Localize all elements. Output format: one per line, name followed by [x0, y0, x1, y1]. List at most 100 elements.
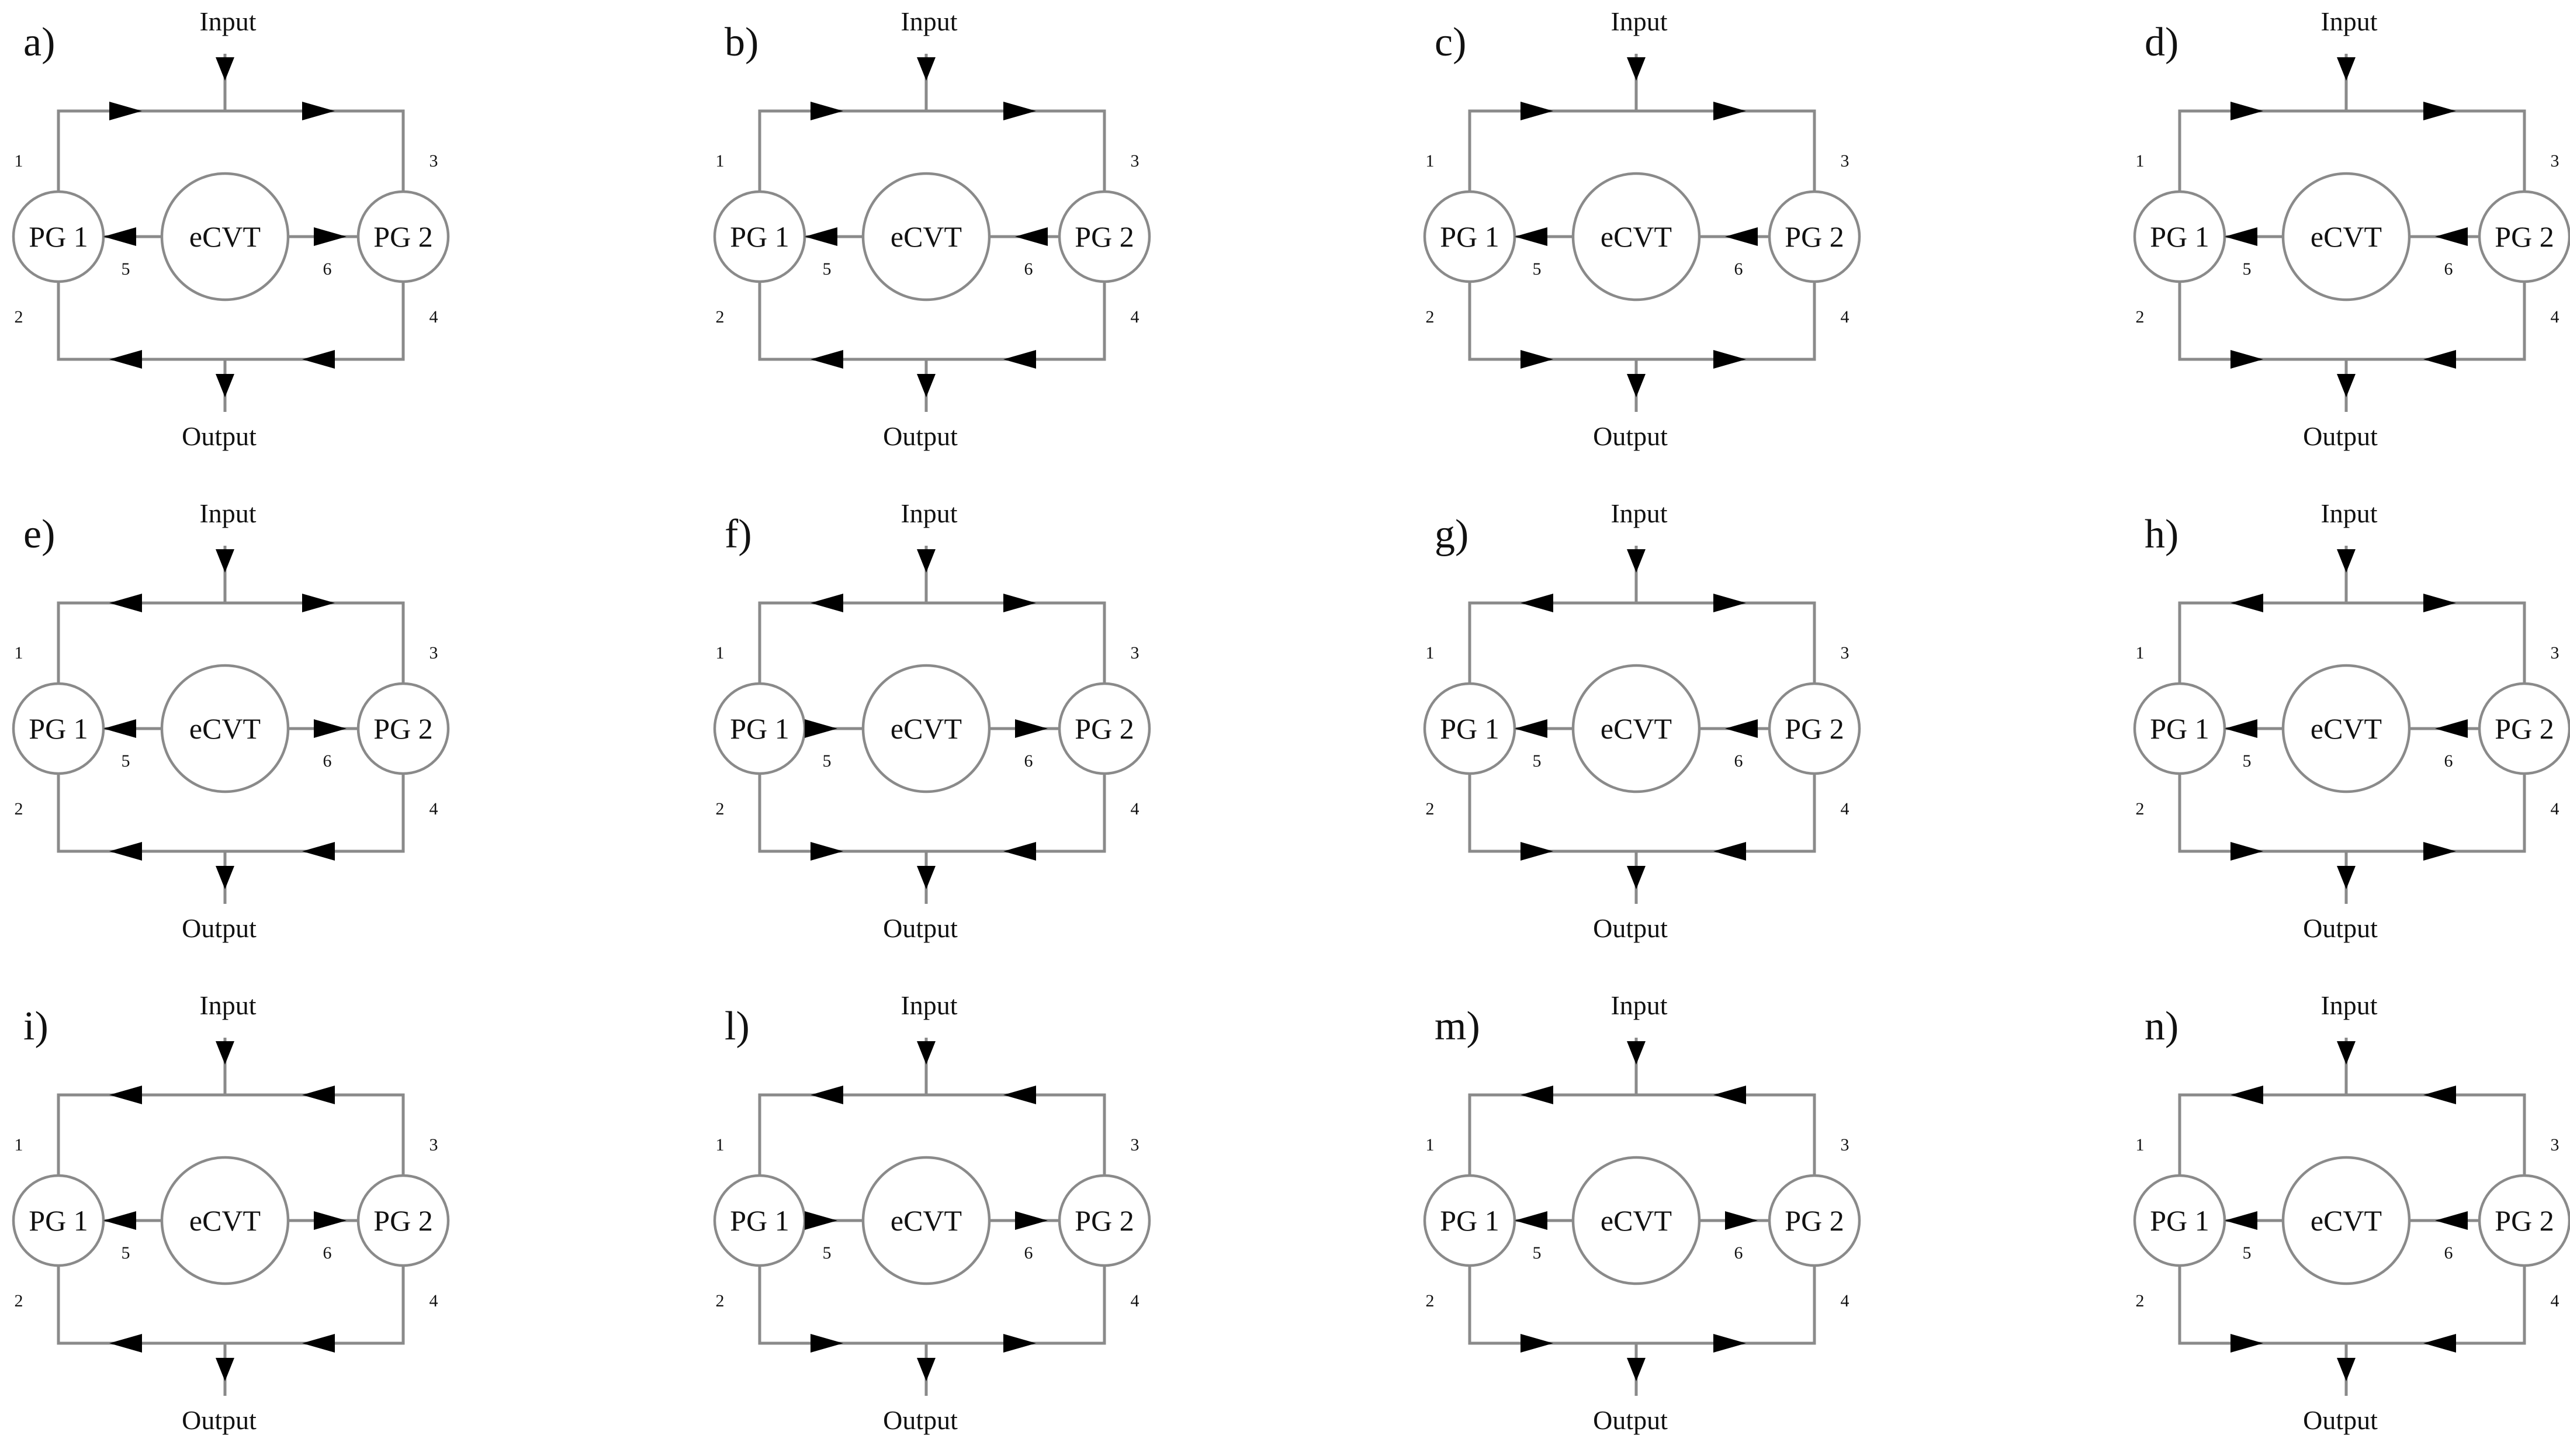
branch-2-arrow — [2230, 842, 2263, 861]
branch-number-3: 3 — [1131, 151, 1139, 171]
branch-4-arrow — [2423, 350, 2456, 369]
branch-1-arrow — [1520, 594, 1553, 612]
input-arrow — [216, 1041, 234, 1065]
link-number-5: 5 — [122, 1243, 130, 1263]
branch-2-arrow — [109, 1334, 142, 1353]
link-number-6: 6 — [1024, 751, 1033, 771]
bottom-branch-wire — [1468, 282, 1816, 361]
branch-number-2: 2 — [1426, 1291, 1435, 1311]
top-branch-wire — [2178, 1093, 2526, 1176]
branch-number-3: 3 — [1841, 151, 1849, 171]
top-branch-wire — [758, 109, 1106, 192]
input-label: Input — [900, 6, 957, 36]
ecvt-label: eCVT — [1601, 220, 1672, 253]
branch-number-2: 2 — [15, 799, 23, 819]
branch-1-arrow — [811, 594, 843, 612]
link-6-arrow — [1015, 719, 1048, 738]
pg1-label: PG 1 — [730, 712, 789, 745]
bottom-branch-wire — [758, 774, 1106, 853]
output-label: Output — [1593, 421, 1668, 451]
pg2-node — [2478, 682, 2570, 775]
branch-number-1: 1 — [716, 151, 725, 171]
panel-label: c) — [1435, 20, 1466, 65]
ecvt-label: eCVT — [891, 712, 962, 745]
ecvt-label: eCVT — [2311, 1204, 2382, 1237]
input-label: Input — [2320, 6, 2377, 36]
ecvt-label: eCVT — [2311, 220, 2382, 253]
branch-number-1: 1 — [1426, 643, 1435, 663]
branch-2-arrow — [811, 842, 843, 861]
link-number-6: 6 — [2444, 751, 2453, 771]
branch-number-2: 2 — [716, 307, 725, 327]
branch-number-4: 4 — [1131, 1291, 1139, 1311]
branch-number-3: 3 — [1841, 643, 1849, 663]
link-5-arrow — [103, 719, 136, 738]
top-branch-wire — [1468, 601, 1816, 684]
panel-label: l) — [725, 1004, 750, 1049]
output-arrow — [216, 1358, 234, 1381]
ecvt-node — [861, 1156, 991, 1285]
branch-1-arrow — [811, 1086, 843, 1104]
bottom-branch-wire — [1468, 1266, 1816, 1345]
top-branch-wire — [758, 601, 1106, 684]
link-number-5: 5 — [2243, 259, 2252, 279]
top-branch-wire — [57, 601, 405, 684]
panel-label: i) — [23, 1004, 49, 1049]
pg2-node — [356, 1174, 450, 1267]
ecvt-label: eCVT — [189, 712, 261, 745]
ecvt-node — [861, 172, 991, 301]
branch-3-arrow — [1003, 102, 1036, 120]
bottom-branch-wire — [1468, 774, 1816, 853]
pg2-node — [1768, 682, 1861, 775]
pg1-label: PG 1 — [2150, 712, 2209, 745]
input-label: Input — [900, 498, 957, 528]
branch-number-4: 4 — [1131, 799, 1139, 819]
branch-number-2: 2 — [716, 799, 725, 819]
branch-4-arrow — [1003, 350, 1036, 369]
branch-1-arrow — [109, 1086, 142, 1104]
pg2-label: PG 2 — [1785, 220, 1844, 253]
branch-4-arrow — [302, 350, 335, 369]
input-label: Input — [199, 498, 256, 528]
output-arrow — [2337, 374, 2356, 397]
bottom-branch-wire — [758, 282, 1106, 361]
ecvt-node — [1571, 664, 1701, 793]
branch-number-1: 1 — [15, 1135, 23, 1155]
pg1-label: PG 1 — [1440, 712, 1499, 745]
ecvt-label: eCVT — [891, 1204, 962, 1237]
output-arrow — [216, 374, 234, 397]
branch-number-2: 2 — [15, 307, 23, 327]
link-6-arrow — [314, 1211, 347, 1230]
branch-number-2: 2 — [1426, 799, 1435, 819]
bottom-branch-wire — [57, 1266, 405, 1345]
link-6-arrow — [314, 227, 347, 246]
branch-number-3: 3 — [1131, 1135, 1139, 1155]
link-number-5: 5 — [823, 751, 832, 771]
link-5-arrow — [805, 1211, 837, 1230]
branch-2-arrow — [811, 1334, 843, 1353]
input-arrow — [2337, 549, 2356, 573]
pg2-label: PG 2 — [1785, 712, 1844, 745]
bottom-branch-wire — [2178, 1266, 2526, 1345]
ecvt-label: eCVT — [1601, 712, 1672, 745]
branch-1-arrow — [2230, 1086, 2263, 1104]
input-label: Input — [199, 990, 256, 1020]
pg2-label: PG 2 — [1075, 1204, 1134, 1237]
ecvt-node — [2281, 172, 2411, 301]
output-label: Output — [182, 1405, 257, 1435]
output-label: Output — [182, 913, 257, 943]
pg2-label: PG 2 — [373, 712, 432, 745]
branch-2-arrow — [1520, 842, 1553, 861]
branch-4-arrow — [1003, 1334, 1036, 1353]
panel-label: d) — [2145, 20, 2178, 65]
bottom-branch-wire — [2178, 282, 2526, 361]
branch-1-arrow — [1520, 102, 1553, 120]
branch-number-2: 2 — [716, 1291, 725, 1311]
output-label: Output — [883, 421, 958, 451]
output-arrow — [216, 866, 234, 889]
branch-4-arrow — [302, 1334, 335, 1353]
